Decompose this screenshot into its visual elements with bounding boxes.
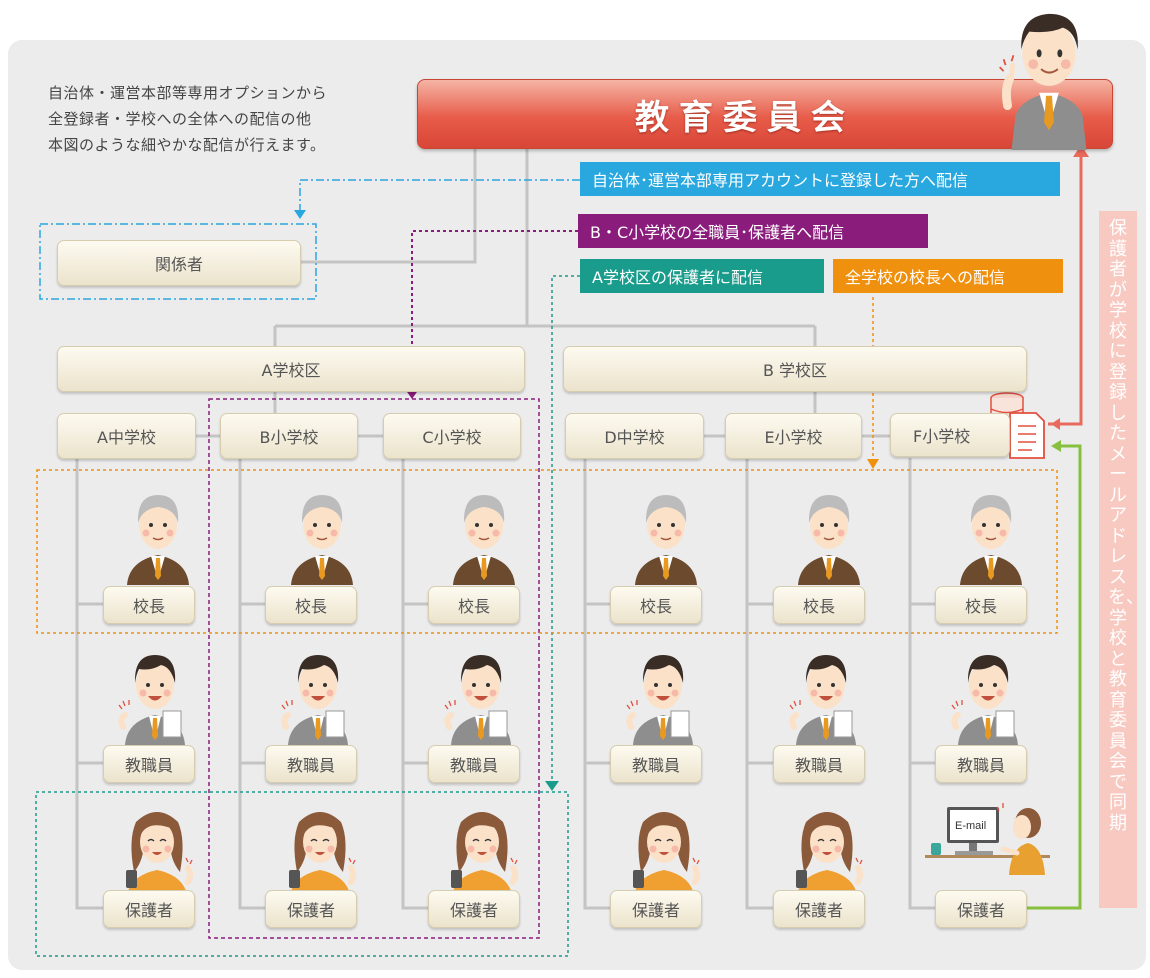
district-label: B 学校区 bbox=[762, 361, 828, 380]
staff-label-box: 教職員 bbox=[265, 745, 357, 783]
staff-label-box: 教職員 bbox=[935, 745, 1027, 783]
document-icon bbox=[1009, 412, 1045, 459]
board-official-illustration bbox=[999, 13, 1087, 150]
principal-label-box: 校長 bbox=[265, 586, 357, 624]
role-label: 教職員 bbox=[794, 756, 843, 775]
role-label: 教職員 bbox=[286, 756, 335, 775]
tag-label: B・C小学校の全職員･保護者へ配信 bbox=[590, 223, 845, 242]
staff-illustration bbox=[118, 655, 185, 745]
guardian-illustration bbox=[289, 812, 356, 900]
intro-line: 自治体・運営本部等専用オプションから bbox=[48, 84, 328, 102]
role-label: 保護者 bbox=[124, 901, 173, 920]
staff-illustration bbox=[281, 655, 348, 745]
sync-note: 保護者が学校に登録したメールアドレスを、学校と教育委員会で同期 bbox=[1099, 211, 1144, 908]
guardian-label-box: 保護者 bbox=[428, 890, 520, 928]
principal-illustration bbox=[960, 495, 1022, 585]
school-label: A中学校 bbox=[97, 428, 156, 447]
staff-label-box: 教職員 bbox=[428, 745, 520, 783]
intro-line: 本図のような細やかな配信が行えます。 bbox=[48, 136, 326, 154]
role-label: 教職員 bbox=[449, 756, 498, 775]
staff-illustration bbox=[444, 655, 511, 745]
role-label: 保護者 bbox=[631, 901, 680, 920]
role-label: 校長 bbox=[639, 597, 672, 616]
principal-label-box: 校長 bbox=[610, 586, 702, 624]
staff-label-box: 教職員 bbox=[610, 745, 702, 783]
role-label: 教職員 bbox=[631, 756, 680, 775]
tag-label: A学校区の保護者に配信 bbox=[592, 268, 763, 287]
guardian-illustration bbox=[126, 812, 193, 900]
stakeholders-box: 関係者 bbox=[57, 240, 301, 286]
principal-label-box: 校長 bbox=[428, 586, 520, 624]
role-label: 校長 bbox=[132, 597, 165, 616]
staff-illustration bbox=[626, 655, 693, 745]
school-b-box: B小学校 bbox=[220, 413, 358, 459]
school-f-box: F小学校 bbox=[890, 413, 1010, 457]
school-c-box: C小学校 bbox=[383, 413, 521, 459]
role-label: 校長 bbox=[802, 597, 835, 616]
computer-scene bbox=[925, 803, 1050, 875]
school-label: C小学校 bbox=[422, 428, 482, 447]
school-d-box: D中学校 bbox=[565, 413, 704, 459]
staff-illustration bbox=[789, 655, 856, 745]
role-label: 保護者 bbox=[286, 901, 335, 920]
role-label: 保護者 bbox=[794, 901, 843, 920]
principal-illustration bbox=[127, 495, 189, 585]
principal-label-box: 校長 bbox=[773, 586, 865, 624]
guardian-illustration bbox=[451, 812, 518, 900]
school-label: B小学校 bbox=[259, 428, 319, 447]
guardian-label-box: 保護者 bbox=[773, 890, 865, 928]
role-label: 校長 bbox=[294, 597, 327, 616]
tag-label: 全学校の校長への配信 bbox=[845, 268, 1006, 287]
staff-illustration bbox=[951, 655, 1018, 745]
school-label: D中学校 bbox=[604, 428, 665, 447]
sync-note-text: 保護者が学校に登録したメールアドレスを、学校と教育委員会で同期 bbox=[1108, 218, 1144, 834]
principal-illustration bbox=[453, 495, 515, 585]
district-a-box: A学校区 bbox=[57, 346, 525, 392]
staff-label-box: 教職員 bbox=[773, 745, 865, 783]
principal-illustration bbox=[798, 495, 860, 585]
school-a-box: A中学校 bbox=[57, 413, 196, 459]
role-label: 教職員 bbox=[124, 756, 173, 775]
principal-illustration bbox=[635, 495, 697, 585]
guardian-illustration bbox=[633, 812, 700, 900]
intro-text: 自治体・運営本部等専用オプションから 全登録者・学校への全体への配信の他 本図の… bbox=[48, 80, 408, 158]
principal-label-box: 校長 bbox=[103, 586, 195, 624]
school-label: F小学校 bbox=[913, 427, 971, 446]
role-label: 保護者 bbox=[449, 901, 498, 920]
district-label: A学校区 bbox=[261, 361, 321, 380]
guardian-label-box: 保護者 bbox=[265, 890, 357, 928]
tag-bc-school: B・C小学校の全職員･保護者へ配信 bbox=[578, 214, 928, 248]
stakeholders-label: 関係者 bbox=[154, 255, 203, 274]
role-label: 保護者 bbox=[956, 901, 1005, 920]
principal-label-box: 校長 bbox=[935, 586, 1027, 624]
school-e-box: E小学校 bbox=[725, 413, 862, 459]
school-label: E小学校 bbox=[764, 428, 823, 447]
tag-a-district-guardians: A学校区の保護者に配信 bbox=[580, 259, 824, 293]
principal-illustration bbox=[291, 495, 353, 585]
district-b-box: B 学校区 bbox=[563, 346, 1027, 392]
guardian-computer-illustration: E-mail bbox=[925, 795, 1050, 875]
guardian-label-box: 保護者 bbox=[610, 890, 702, 928]
tag-label: 自治体･運営本部専用アカウントに登録した方へ配信 bbox=[592, 171, 969, 190]
tag-all-principals: 全学校の校長への配信 bbox=[833, 259, 1063, 293]
guardian-label-box: 保護者 bbox=[103, 890, 195, 928]
staff-label-box: 教職員 bbox=[103, 745, 195, 783]
guardian-label-box: 保護者 bbox=[935, 890, 1027, 928]
role-label: 校長 bbox=[457, 597, 490, 616]
guardian-illustration bbox=[796, 812, 863, 900]
tag-municipal-accounts: 自治体･運営本部専用アカウントに登録した方へ配信 bbox=[580, 162, 1060, 196]
role-label: 教職員 bbox=[956, 756, 1005, 775]
role-label: 校長 bbox=[964, 597, 997, 616]
intro-line: 全登録者・学校への全体への配信の他 bbox=[48, 110, 312, 128]
board-of-education-box: 教育委員会 bbox=[417, 79, 1113, 149]
email-screen-text: E-mail bbox=[955, 820, 987, 832]
board-title: 教育委員会 bbox=[635, 97, 855, 138]
